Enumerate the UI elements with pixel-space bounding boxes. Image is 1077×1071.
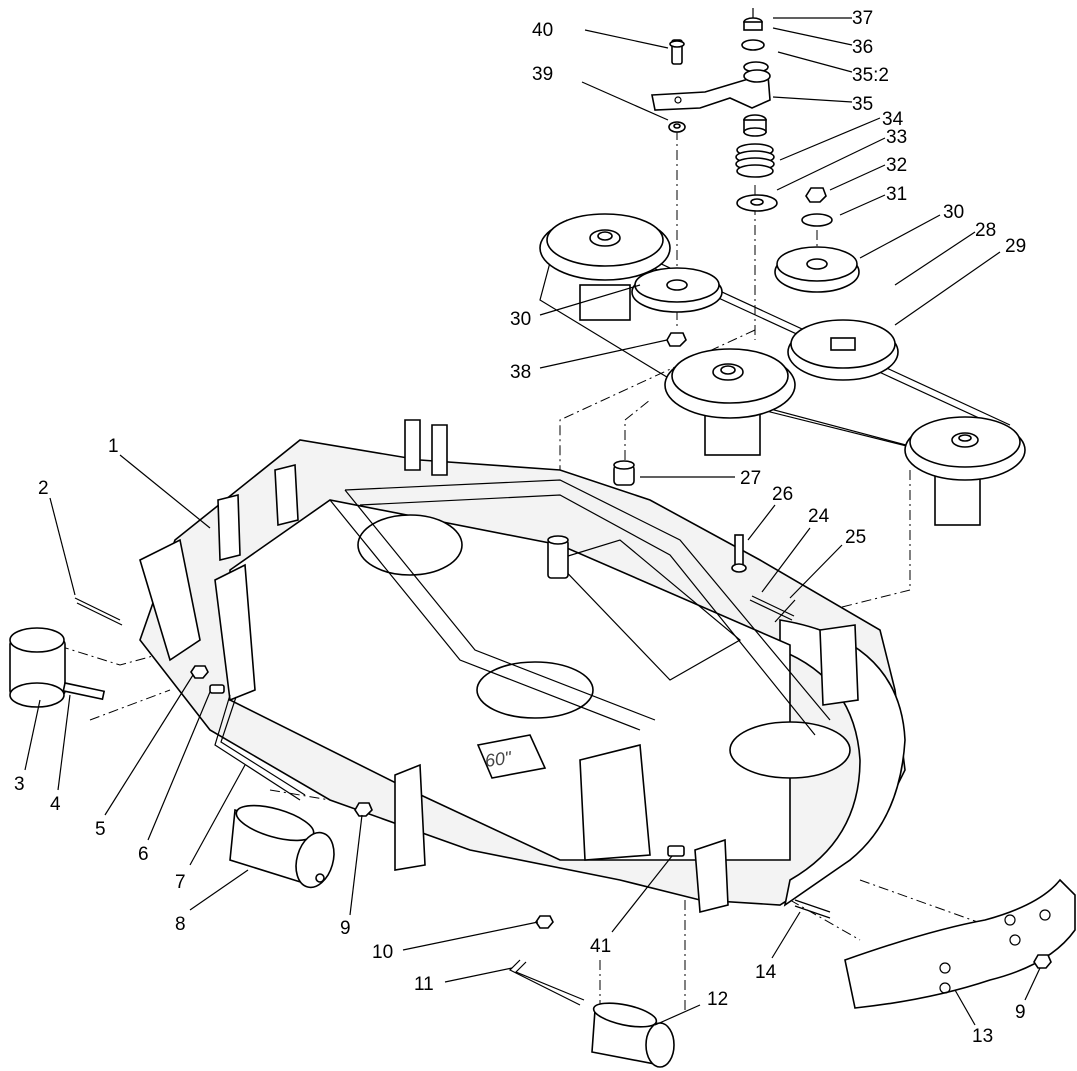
bolt-26 bbox=[734, 534, 744, 566]
callout-37: 37 bbox=[852, 8, 873, 29]
rollers-and-hardware bbox=[9, 534, 1076, 1068]
callout-13: 13 bbox=[972, 1026, 993, 1047]
callout-6: 6 bbox=[138, 844, 149, 865]
spindle-left bbox=[539, 213, 671, 321]
callout-24: 24 bbox=[808, 506, 830, 527]
callout-30-top: 30 bbox=[943, 202, 964, 223]
callout-36: 36 bbox=[852, 37, 873, 58]
blade-opening-right bbox=[729, 721, 851, 779]
callout-27: 27 bbox=[740, 468, 761, 489]
roller-arm-7 bbox=[214, 694, 301, 801]
idler-arm-35 bbox=[651, 74, 771, 111]
callout-4: 4 bbox=[50, 794, 61, 815]
callouts: 40 39 37 36 35:2 35 34 33 32 31 30 28 29… bbox=[14, 8, 1026, 1047]
callout-40: 40 bbox=[532, 20, 553, 41]
roller-12 bbox=[591, 1002, 675, 1068]
pin-24 bbox=[749, 599, 793, 621]
callout-31: 31 bbox=[886, 184, 907, 205]
deck-size-decal-text: 60" bbox=[484, 747, 515, 771]
clip-25 bbox=[774, 599, 796, 623]
callout-14: 14 bbox=[755, 962, 777, 983]
callout-12: 12 bbox=[707, 989, 728, 1010]
callout-28: 28 bbox=[975, 220, 996, 241]
bolt-41 bbox=[667, 845, 685, 857]
belt-and-pulleys bbox=[539, 213, 1026, 526]
callout-1: 1 bbox=[108, 436, 119, 457]
pulley-29 bbox=[787, 319, 899, 381]
roller-arm-11 bbox=[508, 959, 581, 1006]
callout-35-2: 35:2 bbox=[852, 65, 889, 86]
mower-deck: 60" bbox=[139, 419, 906, 914]
blade-opening-center bbox=[476, 661, 594, 719]
bolt-2 bbox=[74, 597, 121, 621]
callout-11: 11 bbox=[414, 974, 434, 995]
callout-3: 3 bbox=[14, 774, 25, 795]
leader-lines bbox=[24, 17, 1041, 1026]
callout-30-left: 30 bbox=[510, 309, 531, 330]
nut-5 bbox=[190, 665, 209, 679]
callout-25: 25 bbox=[845, 527, 866, 548]
roller-3 bbox=[9, 627, 66, 708]
nut-10 bbox=[535, 915, 554, 929]
callout-32: 32 bbox=[886, 155, 907, 176]
axle-14 bbox=[794, 899, 831, 913]
nut-9-right bbox=[1033, 954, 1052, 969]
callout-9-right: 9 bbox=[1015, 1002, 1026, 1023]
bumper-13 bbox=[844, 878, 1076, 1009]
spring-34 bbox=[735, 143, 775, 178]
idler-pulley-30-right bbox=[774, 246, 860, 293]
axle-4 bbox=[62, 682, 106, 701]
nut-32 bbox=[805, 187, 827, 203]
callout-39: 39 bbox=[532, 64, 553, 85]
callout-38: 38 bbox=[510, 362, 531, 383]
callout-7: 7 bbox=[175, 872, 186, 893]
blade-opening-left bbox=[357, 514, 463, 576]
bolt-6 bbox=[209, 684, 225, 694]
deck-size-decal bbox=[476, 734, 547, 779]
callout-8: 8 bbox=[175, 914, 186, 935]
spindle-center bbox=[664, 348, 796, 456]
callout-29: 29 bbox=[1005, 236, 1026, 257]
nut-38 bbox=[666, 332, 687, 347]
callout-35: 35 bbox=[852, 94, 873, 115]
callout-34: 34 bbox=[882, 109, 904, 130]
callout-26: 26 bbox=[772, 484, 793, 505]
nut-9 bbox=[354, 802, 373, 817]
idler-pulley-30 bbox=[631, 267, 723, 313]
spindle-right bbox=[904, 416, 1026, 526]
roller-8 bbox=[229, 804, 335, 889]
washer-31 bbox=[801, 213, 833, 227]
callout-2: 2 bbox=[38, 478, 49, 499]
callout-5: 5 bbox=[95, 819, 106, 840]
callout-33: 33 bbox=[886, 127, 907, 148]
callout-9-left: 9 bbox=[340, 918, 351, 939]
callout-41: 41 bbox=[590, 936, 611, 957]
idler-arm-stack bbox=[651, 8, 833, 227]
callout-10: 10 bbox=[372, 942, 393, 963]
